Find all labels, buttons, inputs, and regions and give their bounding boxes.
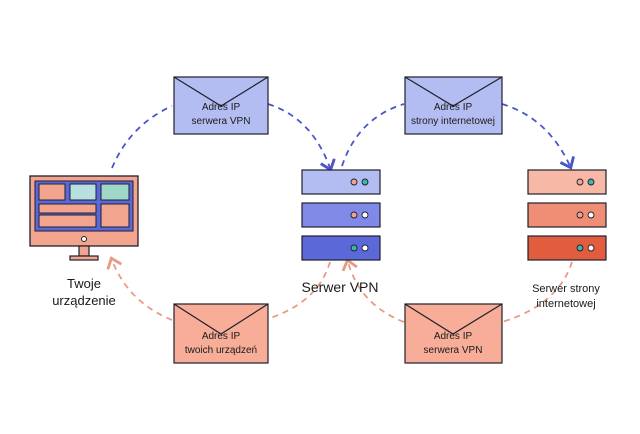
web-server-label-line1: Serwer strony (532, 283, 600, 295)
envelope-bottom-right-line1: Adres IP (434, 331, 473, 342)
vpn-server-label: Serwer VPN (301, 279, 378, 295)
vpn-server-icon (301, 169, 381, 261)
arrow-envelope-to-vpn (267, 103, 336, 172)
envelope-top-left-line2: serwera VPN (192, 116, 251, 127)
envelope-top-right: Adres IP strony internetowej (404, 76, 503, 135)
envelope-bottom-left-line2: twoich urządzeń (185, 345, 257, 356)
arrow-device-to-envelope (111, 105, 173, 169)
envelope-bottom-left-line1: Adres IP (202, 331, 241, 342)
device-label-line1: Twoje (67, 276, 101, 291)
web-server-icon (527, 169, 607, 261)
envelope-bottom-right: Adres IP serwera VPN (404, 303, 503, 364)
arrow-webserver-to-envelope (501, 261, 573, 323)
web-server-label-line2: internetowej (536, 298, 595, 310)
arrow-envelope-to-device (106, 256, 173, 321)
envelope-top-left: Adres IP serwera VPN (173, 76, 269, 135)
envelope-bottom-right-line2: serwera VPN (424, 345, 483, 356)
envelope-top-right-line1: Adres IP (434, 102, 473, 113)
arrow-vpn-to-envelope (341, 103, 405, 167)
device-monitor-icon (29, 175, 139, 261)
envelope-top-left-line1: Adres IP (202, 102, 241, 113)
device-label-line2: urządzenie (52, 293, 116, 308)
arrow-envelope-to-webserver (501, 103, 575, 170)
envelope-top-right-line2: strony internetowej (411, 116, 495, 127)
envelope-bottom-left: Adres IP twoich urządzeń (173, 303, 269, 364)
